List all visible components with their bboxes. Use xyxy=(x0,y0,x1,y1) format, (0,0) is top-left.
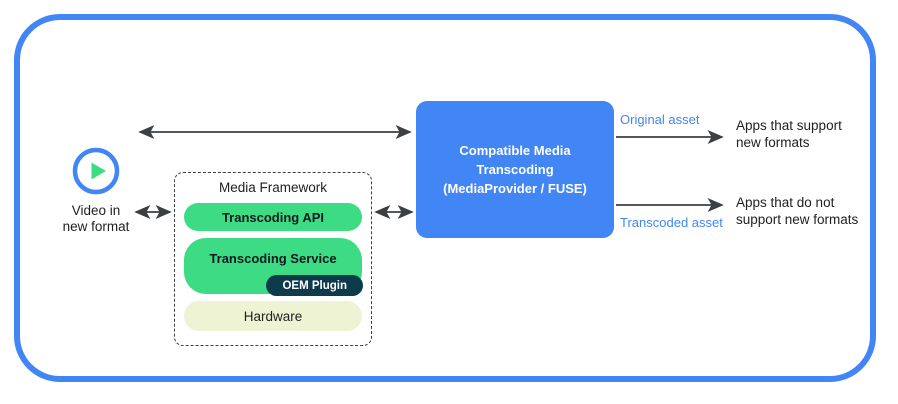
media-framework-layer-stack: Transcoding API Transcoding Service OEM … xyxy=(184,203,363,331)
layer-hardware-label: Hardware xyxy=(243,308,303,324)
layer-transcoding-api-label: Transcoding API xyxy=(221,209,325,225)
transcoded-asset-label: Transcoded asset xyxy=(620,215,723,230)
oem-plugin-badge[interactable]: OEM Plugin xyxy=(266,275,363,296)
media-framework-title: Media Framework xyxy=(218,180,328,195)
video-source-label: Video in new format xyxy=(62,203,130,234)
original-asset-label: Original asset xyxy=(620,112,700,127)
layer-hardware[interactable]: Hardware xyxy=(184,301,362,331)
play-circle-icon xyxy=(70,145,122,197)
compatible-media-transcoding-box[interactable]: Compatible Media Transcoding (MediaProvi… xyxy=(416,101,614,238)
compatible-media-transcoding-label: Compatible Media Transcoding (MediaProvi… xyxy=(443,143,587,196)
media-framework-group: Media Framework Transcoding API Transcod… xyxy=(174,172,372,346)
layer-transcoding-api[interactable]: Transcoding API xyxy=(184,203,362,231)
layer-transcoding-service[interactable]: Transcoding Service OEM Plugin xyxy=(184,238,363,296)
apps-supporting-new-formats-label: Apps that support new formats xyxy=(736,118,842,150)
video-source-node: Video in new format xyxy=(50,145,142,235)
oem-plugin-badge-label: OEM Plugin xyxy=(282,279,347,292)
layer-transcoding-service-label: Transcoding Service xyxy=(209,251,337,266)
apps-not-supporting-new-formats-label: Apps that do not support new formats xyxy=(736,195,859,227)
